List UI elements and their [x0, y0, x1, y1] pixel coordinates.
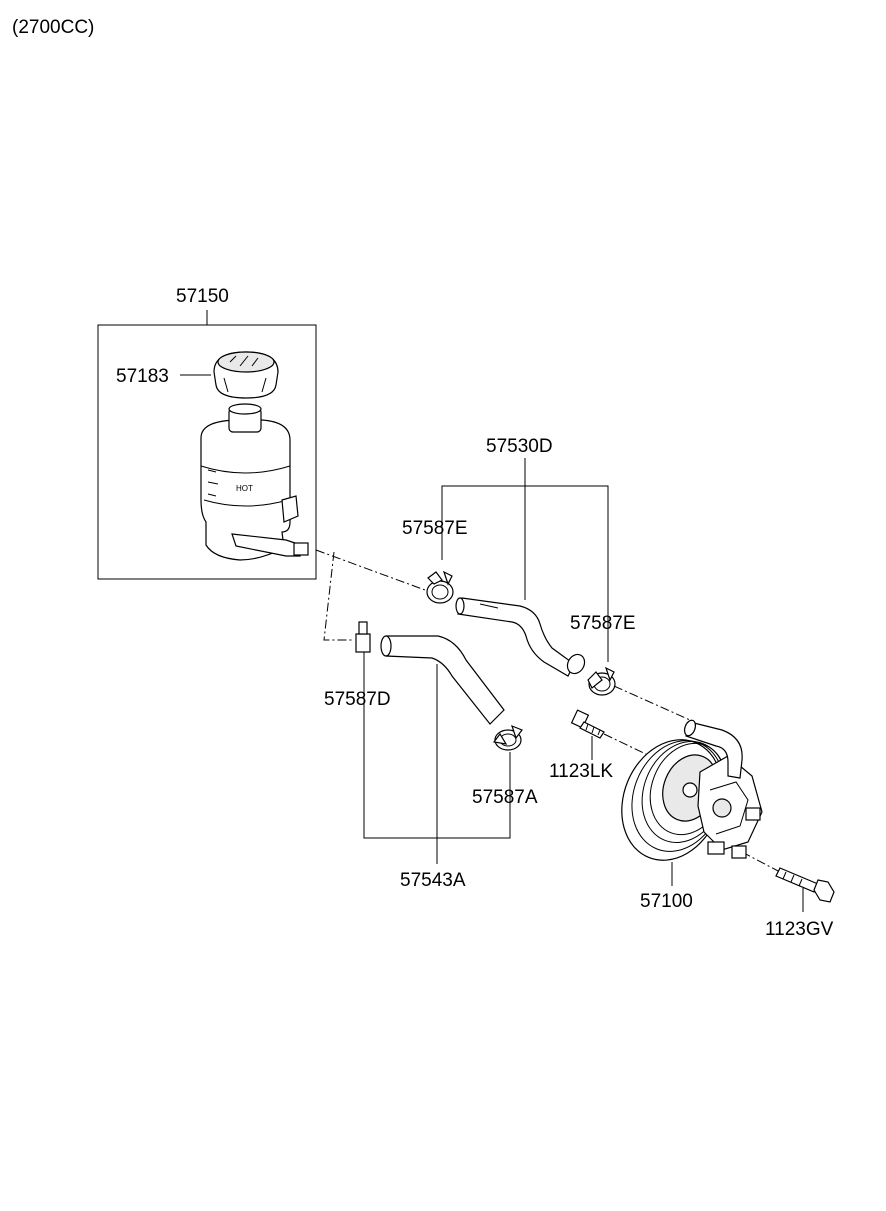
- conn-pump-to-bolt-gv: [741, 851, 781, 873]
- return-hose[interactable]: [380, 635, 505, 725]
- conn-bolt-lk-to-pump: [603, 733, 651, 757]
- label-57183[interactable]: 57183: [116, 366, 169, 387]
- label-57543A[interactable]: 57543A: [400, 870, 466, 891]
- reservoir-cap[interactable]: [213, 351, 279, 399]
- label-1123GV[interactable]: 1123GV: [765, 919, 834, 940]
- label-1123LK[interactable]: 1123LK: [549, 761, 613, 782]
- label-57587A[interactable]: 57587A: [472, 787, 538, 808]
- hose-clamp-lower[interactable]: [587, 666, 616, 696]
- conn-reservoir-to-clamp: [315, 549, 426, 591]
- label-57587E-upper[interactable]: 57587E: [402, 518, 468, 539]
- hose-clamp-a[interactable]: [492, 724, 523, 751]
- suction-hose[interactable]: [455, 597, 588, 677]
- label-57100[interactable]: 57100: [640, 891, 693, 912]
- label-57150[interactable]: 57150: [176, 286, 229, 307]
- label-57587D[interactable]: 57587D: [324, 689, 391, 710]
- conn-clamp-to-pump: [613, 685, 691, 721]
- hot-marking: HOT: [236, 484, 253, 493]
- label-57530D[interactable]: 57530D: [486, 436, 553, 457]
- bolt-gv[interactable]: [775, 867, 835, 903]
- label-57587E-lower[interactable]: 57587E: [570, 613, 636, 634]
- reservoir-tank[interactable]: HOT: [200, 403, 309, 561]
- engine-note: (2700CC): [12, 17, 94, 38]
- hose-clamp-upper[interactable]: [426, 570, 454, 604]
- conn-reservoir-to-return: [323, 551, 352, 641]
- bolt-lk[interactable]: [570, 709, 605, 739]
- power-steering-pump[interactable]: [604, 719, 763, 876]
- hose-clamp-small[interactable]: [355, 621, 371, 653]
